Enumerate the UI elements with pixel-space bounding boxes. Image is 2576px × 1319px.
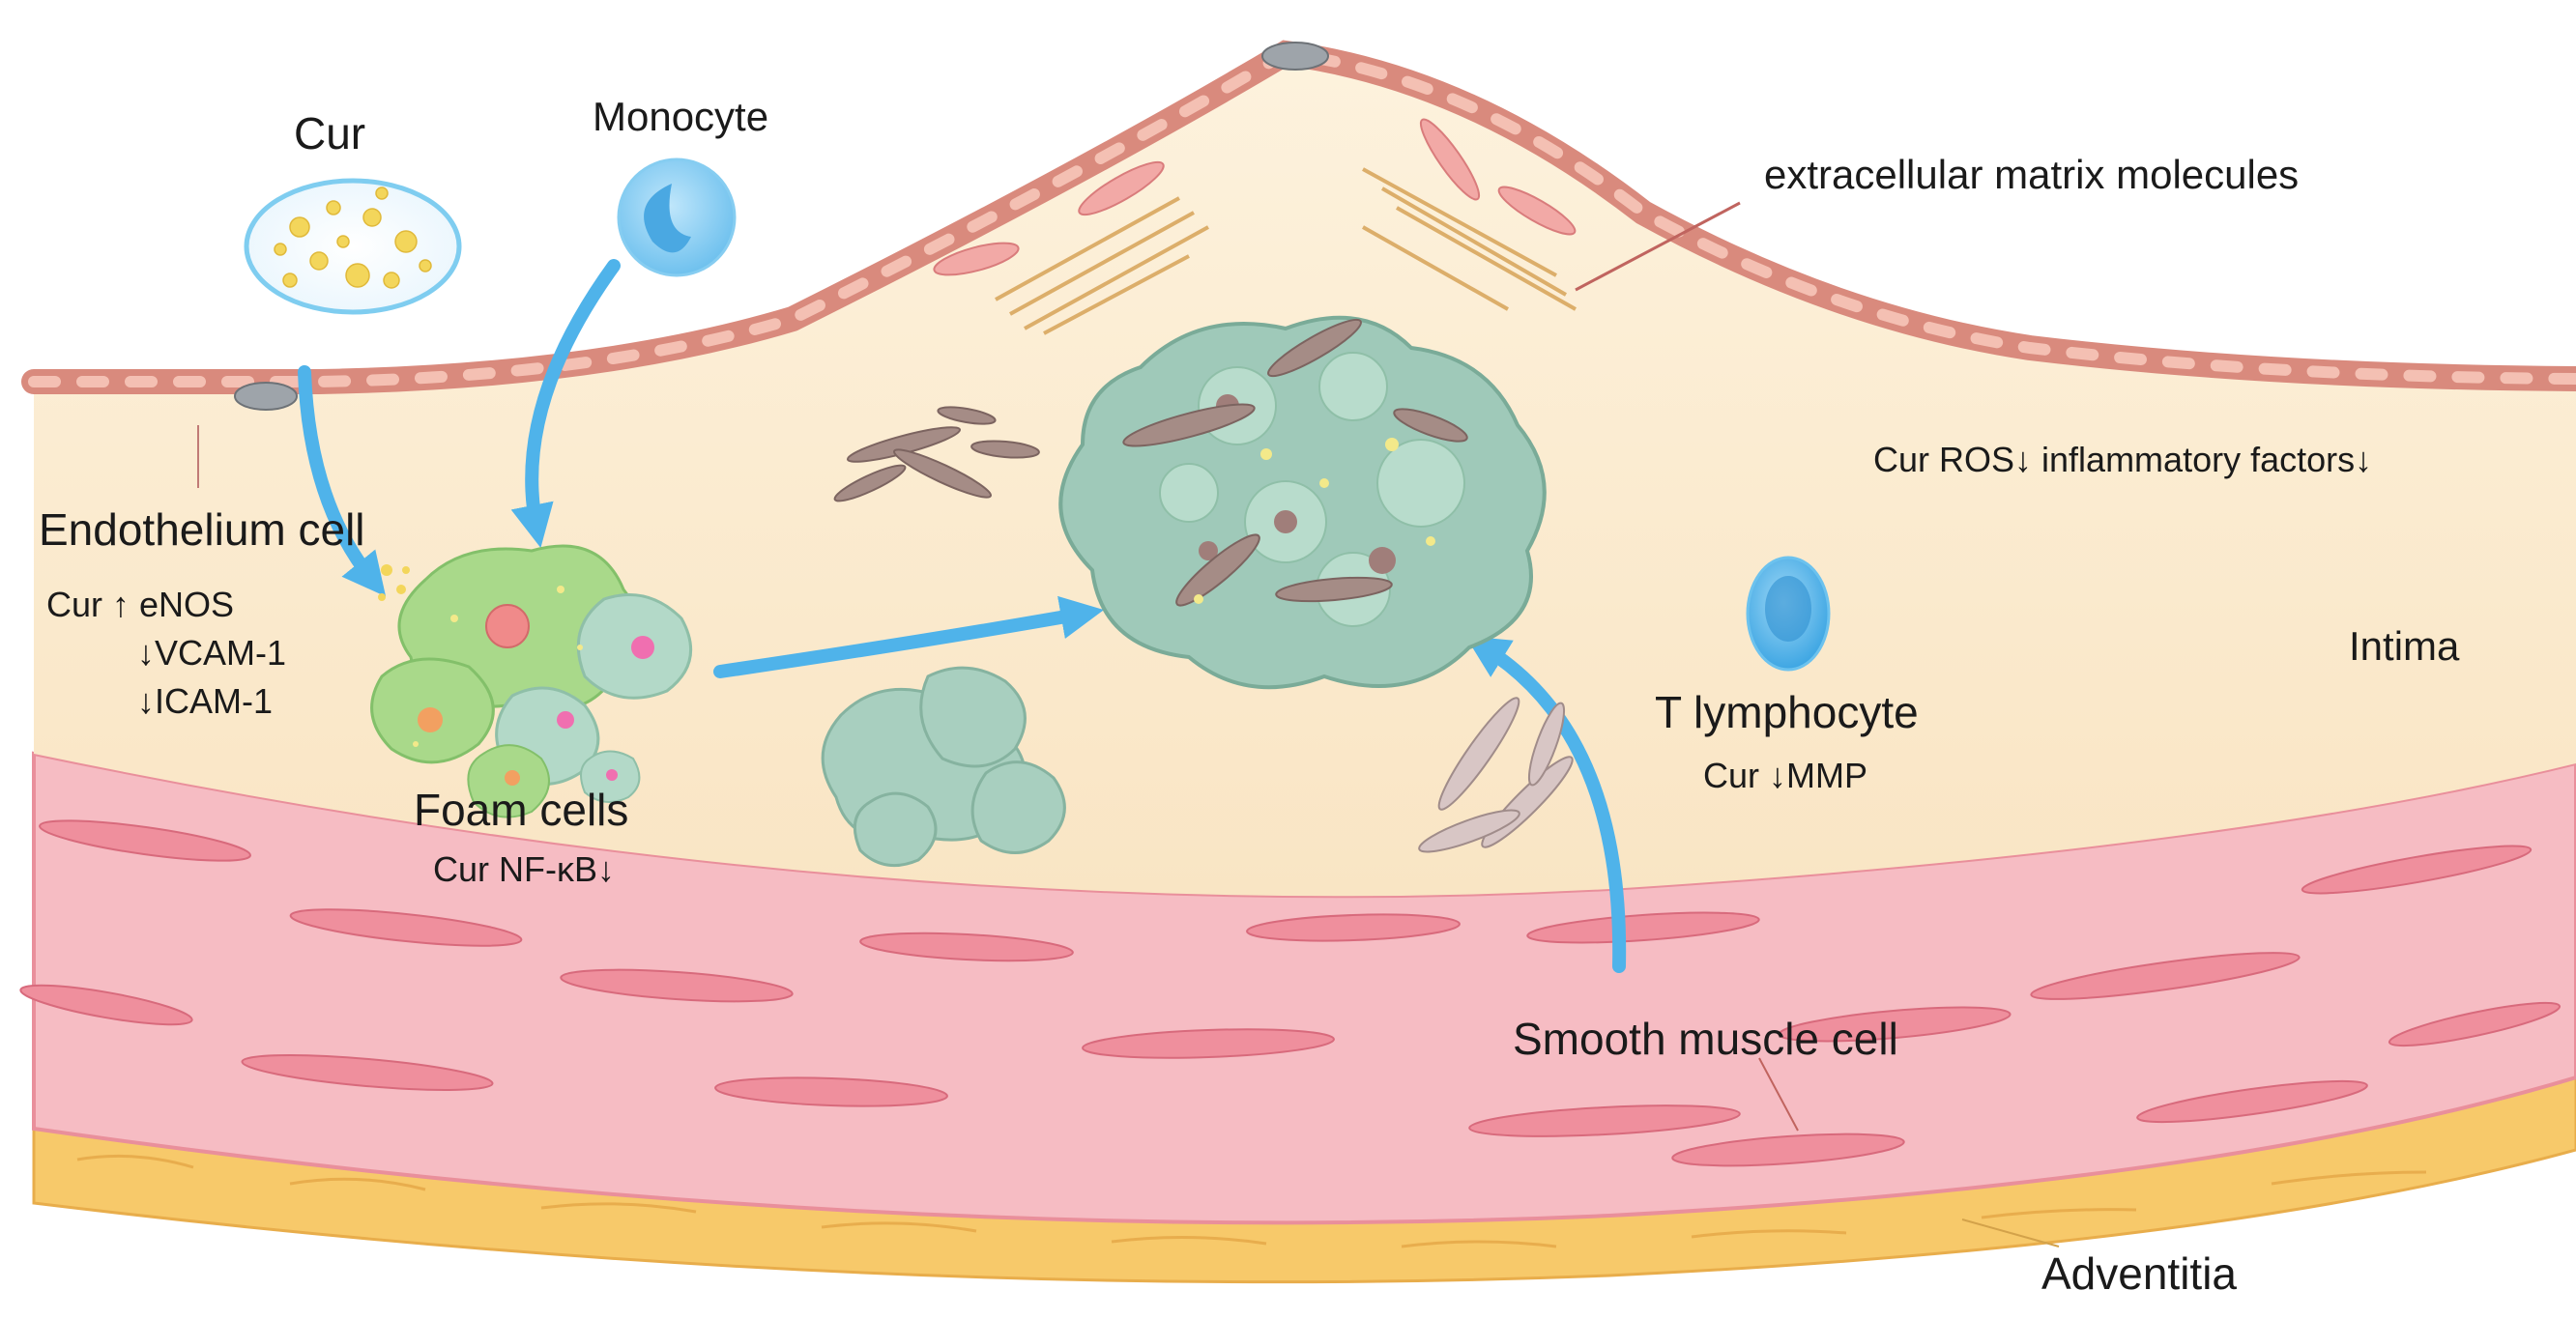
adventitia-fibers [76, 1154, 2427, 1248]
arrow-foam-to-plaque [713, 595, 1105, 678]
smooth-muscle-label: Smooth muscle cell [1513, 1014, 1898, 1064]
plaque-core [1058, 315, 1547, 690]
adventitia-pointer [1961, 1219, 2060, 1247]
lipid-droplets [378, 564, 410, 601]
monocyte-label: Monocyte [593, 94, 769, 139]
foam-cells-label: Foam cells [414, 785, 629, 835]
t-lymphocyte-label: T lymphocyte [1655, 687, 1919, 737]
smooth-muscle-cells [19, 819, 2562, 1167]
monocyte-cell [617, 158, 737, 277]
ecm-fibers [995, 167, 1577, 335]
cur-ros-label: Cur ROS↓ inflammatory factors↓ [1873, 440, 2373, 479]
cur-endothelium-line-1: Cur ↑ eNOS [46, 585, 235, 624]
arrows [298, 259, 1627, 973]
smooth-muscle-migrating [1418, 697, 1574, 853]
ecm-label: extracellular matrix molecules [1764, 152, 2300, 197]
cur-label: Cur [294, 108, 366, 158]
adventitia-label: Adventitia [2041, 1248, 2238, 1299]
smooth-muscle-pointer [1758, 1057, 1799, 1132]
cur-nfkb-label: Cur NF-κB↓ [433, 849, 615, 889]
cur-mmp-label: Cur ↓MMP [1703, 756, 1867, 795]
macrophage-cluster [821, 666, 1066, 868]
intima-label: Intima [2349, 623, 2460, 669]
endothelium-nuclei [28, 46, 2576, 387]
endothelium-label: Endothelium cell [39, 504, 365, 555]
foam-cells-cluster [370, 544, 693, 818]
arrow-monocyte-to-foam [510, 259, 621, 548]
arrow-smc-to-plaque [1464, 636, 1627, 973]
migrating-cells [833, 406, 1040, 502]
ecm-pointer [1575, 201, 1741, 292]
cur-endothelium-line-3: ↓ICAM-1 [137, 681, 274, 721]
ecm-cells [933, 118, 1577, 276]
t-lymphocyte-cell [1746, 556, 1831, 672]
cur-endothelium-line-2: ↓VCAM-1 [137, 633, 287, 673]
arrow-cur-to-foam [298, 365, 387, 597]
curcumin-particles [244, 178, 462, 315]
endothelium-gray-cell [234, 42, 1329, 411]
